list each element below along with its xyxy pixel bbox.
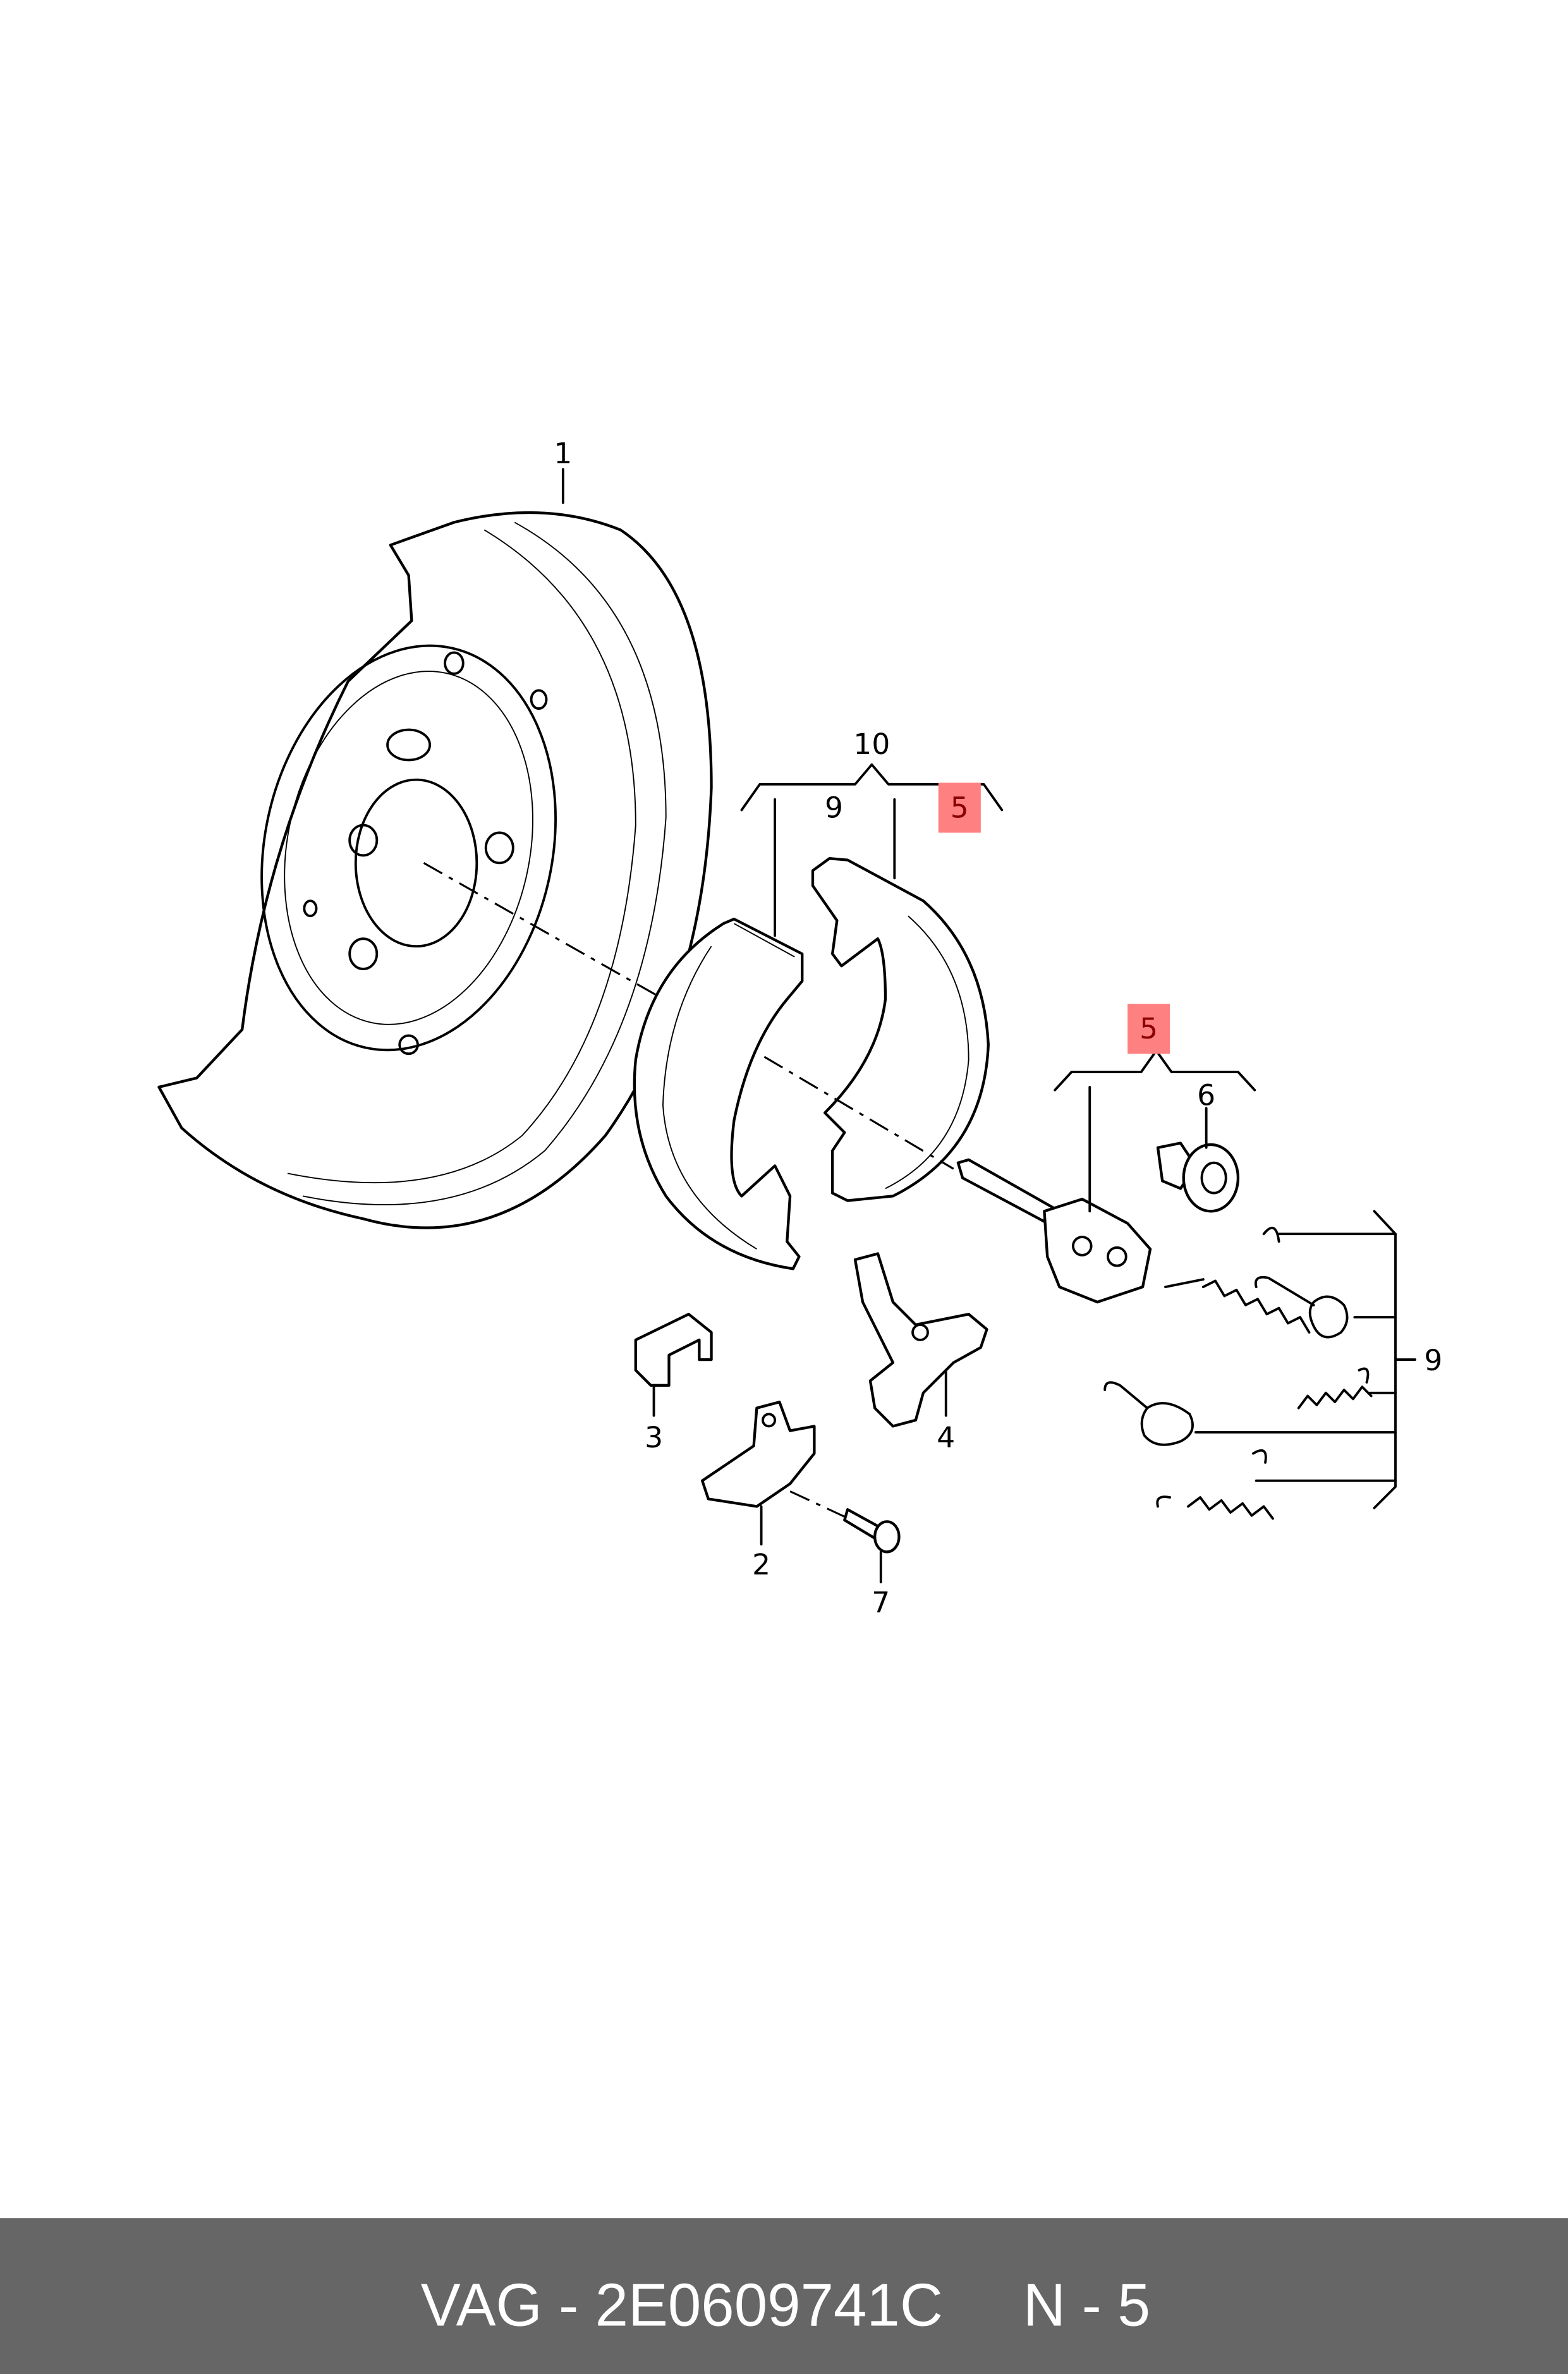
callout-5-highlighted: 5: [951, 791, 969, 825]
footer-bar: [0, 2218, 1568, 2374]
clip: [634, 1313, 713, 1387]
callout-7: 7: [872, 1586, 890, 1619]
callout-6: 6: [1197, 1079, 1215, 1112]
adjuster: [956, 1158, 1152, 1304]
callout-1: 1: [554, 437, 572, 470]
bracket: [701, 1400, 816, 1508]
callout-5-highlighted: 5: [1140, 1012, 1158, 1045]
callout-10: 10: [853, 727, 890, 761]
highlight-box: [938, 782, 981, 833]
brake-shoe-front: [633, 917, 804, 1270]
callout-2: 2: [752, 1548, 770, 1581]
brake-shoe-rear: [811, 857, 990, 1202]
footer-part-number: VAG - 2E0609741C: [421, 2271, 943, 2339]
adjuster-nut: [1156, 1141, 1240, 1213]
callout-9-shoes: 9: [825, 791, 843, 825]
spring-set: [1103, 1226, 1373, 1520]
lever: [853, 1252, 988, 1428]
highlight-box: [1127, 1004, 1170, 1054]
footer-position: N - 5: [1023, 2271, 1150, 2339]
screw: [843, 1508, 901, 1554]
callout-4: 4: [937, 1421, 955, 1454]
callout-9-springs: 9: [1424, 1344, 1442, 1377]
axis-line: [423, 862, 659, 997]
axis-line: [763, 1056, 954, 1170]
callout-3: 3: [645, 1421, 663, 1454]
callout-leaders: [561, 468, 1417, 1584]
